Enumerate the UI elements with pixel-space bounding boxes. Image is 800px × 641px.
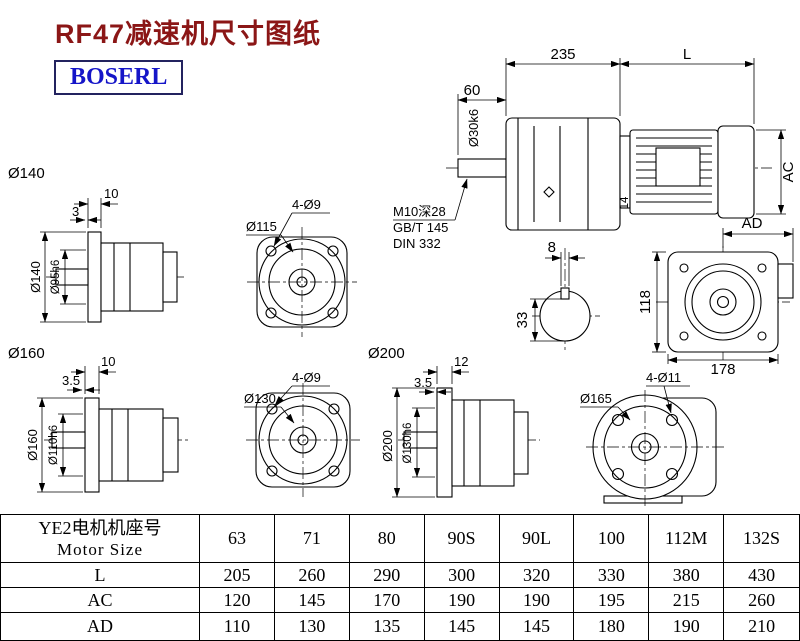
value-cell: 330 xyxy=(574,563,650,588)
value-cell: 320 xyxy=(499,563,575,588)
dim-AC-label: AC xyxy=(780,161,797,182)
value-cell: 180 xyxy=(574,613,650,640)
value-cell: 170 xyxy=(349,588,425,613)
size-header-cell: 112M xyxy=(649,515,725,563)
key-depth-label: 33 xyxy=(514,312,531,329)
size-header-cell: 71 xyxy=(274,515,350,563)
rear-view: AD 118 178 xyxy=(637,215,794,378)
flange160-side-view: Ø160 10 3.5 Ø160 Ø110h6 xyxy=(8,345,188,493)
value-cell: 215 xyxy=(649,588,725,613)
value-cell: 190 xyxy=(649,613,725,640)
motor-size-header-cell: YE2电机机座号 Motor Size xyxy=(1,515,200,563)
value-cell: 300 xyxy=(424,563,500,588)
flange140-side-view: Ø140 10 3 Ø140 Ø95h6 xyxy=(8,165,186,323)
motor-body xyxy=(629,125,755,219)
spigot-dia-130-label: Ø130h6 xyxy=(402,423,414,464)
dim-3-5-label: 3.5 xyxy=(62,373,80,388)
row-label-cell: L xyxy=(1,563,200,588)
row-label-cell: AD xyxy=(1,613,200,640)
key-width-label: 8 xyxy=(548,239,556,256)
flange-plate xyxy=(436,387,453,498)
size-header-cell: 90L xyxy=(499,515,575,563)
terminal-box xyxy=(777,263,794,299)
tap-spec-line2: GB/T 145 xyxy=(393,220,448,235)
dim-235-label: 235 xyxy=(550,46,575,63)
value-cell: 430 xyxy=(724,563,799,588)
dim-60-label: 60 xyxy=(464,82,481,99)
value-cell: 145 xyxy=(274,588,350,613)
flange-dia-160-label: Ø160 xyxy=(25,429,40,461)
value-cell: 110 xyxy=(200,613,275,640)
size-header-cell: 63 xyxy=(200,515,275,563)
output-shaft xyxy=(403,431,438,449)
holes-4x9-label: 4-Ø9 xyxy=(292,197,321,212)
motor-size-label-en: Motor Size xyxy=(56,540,144,560)
bolt-circle-165-label: Ø165 xyxy=(580,391,612,406)
flange160-front-view: 4-Ø9 Ø130 xyxy=(244,370,360,497)
series-200-label: Ø200 xyxy=(368,345,405,362)
bolt-circle-115-label: Ø115 xyxy=(246,219,277,234)
value-cell: 205 xyxy=(200,563,275,588)
value-cell: 190 xyxy=(424,588,500,613)
main-assembly-view: 235 L 60 Ø30k6 AC 14 M10深28 GB/T 145 DIN… xyxy=(393,46,797,251)
hub-diamond-mark xyxy=(543,186,555,198)
row-label-cell: AC xyxy=(1,588,200,613)
dim-3-5-label: 3.5 xyxy=(414,375,432,390)
tap-spec-line1: M10深28 xyxy=(393,204,446,219)
shaft-key-section-view: 8 33 xyxy=(514,239,600,352)
technical-drawing: 235 L 60 Ø30k6 AC 14 M10深28 GB/T 145 DIN… xyxy=(8,46,797,506)
tap-spec-line3: DIN 332 xyxy=(393,236,441,251)
spigot-dia-95-label: Ø95h6 xyxy=(50,260,62,295)
series-160-label: Ø160 xyxy=(8,345,45,362)
value-cell: 290 xyxy=(349,563,425,588)
value-cell: 195 xyxy=(574,588,650,613)
size-header-cell: 80 xyxy=(349,515,425,563)
value-cell: 135 xyxy=(350,613,425,640)
motor-nameplate xyxy=(655,147,701,187)
fan-cowl xyxy=(717,125,755,219)
size-header-cell: 100 xyxy=(574,515,650,563)
size-header-cell: 90S xyxy=(424,515,500,563)
motor-size-label-cn: YE2电机机座号 xyxy=(38,517,162,538)
flange-dia-200-label: Ø200 xyxy=(380,430,395,462)
flange200-front-view: 4-Ø11 Ø165 xyxy=(580,370,726,506)
dim-AD-label: AD xyxy=(742,215,763,232)
dim-3-label: 3 xyxy=(72,204,79,219)
dim-12-label: 12 xyxy=(454,354,468,369)
flange140-front-view: 4-Ø9 Ø115 xyxy=(246,197,357,337)
dim-10-label: 10 xyxy=(104,186,118,201)
flange-dia-140-label: Ø140 xyxy=(28,261,43,293)
holes-4x11-label: 4-Ø11 xyxy=(646,370,681,385)
tapped-hole-note: M10深28 GB/T 145 DIN 332 xyxy=(393,178,468,251)
spigot-dia-110-label: Ø110h6 xyxy=(48,425,60,465)
dimension-table: YE2电机机座号 Motor Size 63 71 80 90S 90L 100… xyxy=(0,514,800,641)
page-title: RF47减速机尺寸图纸 xyxy=(55,19,322,49)
size-header-cell: 132S xyxy=(724,515,799,563)
value-cell: 380 xyxy=(649,563,725,588)
bolt-circle-130-label: Ø130 xyxy=(244,391,276,406)
dim-10-label: 10 xyxy=(101,354,115,369)
value-cell: 145 xyxy=(425,613,500,640)
flange-plate xyxy=(84,397,100,493)
holes-4x9-label: 4-Ø9 xyxy=(292,370,321,385)
value-cell: 120 xyxy=(200,588,275,613)
flange200-side-view: Ø200 12 3.5 Ø200 Ø130h6 xyxy=(368,345,540,498)
dim-178-label: 178 xyxy=(710,361,735,378)
boserl-logo: BOSERL xyxy=(54,60,184,95)
value-cell: 210 xyxy=(748,616,776,637)
series-140-label: Ø140 xyxy=(8,165,45,182)
value-cell: 260 xyxy=(724,588,799,613)
keyway xyxy=(560,287,570,300)
value-cell: 260 xyxy=(274,563,350,588)
value-cell: 130 xyxy=(275,613,350,640)
dim-14-label: 14 xyxy=(619,196,631,209)
shaft-diameter-label: Ø30k6 xyxy=(466,109,481,147)
dim-L-label: L xyxy=(683,46,691,63)
dim-118-label: 118 xyxy=(637,290,654,314)
value-cell: 190 xyxy=(499,588,575,613)
flange-plate xyxy=(87,231,102,323)
value-cell: 145 xyxy=(500,613,575,640)
